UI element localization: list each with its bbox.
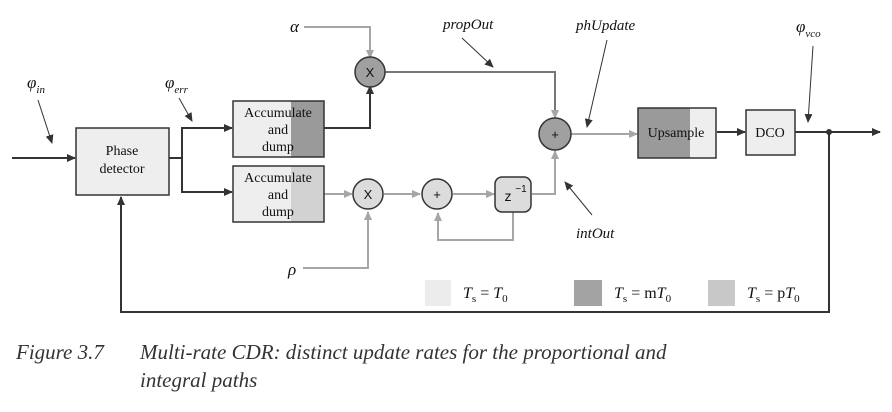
integrator-adder-label: + xyxy=(433,187,441,202)
legend-pt0-text: Ts = pT0 xyxy=(747,285,800,305)
upsample-block: Upsample xyxy=(637,107,717,159)
ph-update-leader xyxy=(584,39,608,128)
main-feedback xyxy=(117,132,830,313)
phi-err-label: φerr xyxy=(165,73,189,96)
legend-item-mt0: Ts = mT0 xyxy=(574,280,672,306)
acc-bottom-label-3: dump xyxy=(262,205,294,220)
delay-exponent: −1 xyxy=(515,184,527,195)
accumulate-dump-bottom-block: Accumulate and dump xyxy=(232,165,325,223)
prop-out-leader xyxy=(461,37,494,68)
acc-top-label-2: and xyxy=(268,123,288,138)
phase-detector-label-2: detector xyxy=(99,162,144,177)
caption-line-1: Figure 3.7 Multi-rate CDR: distinct updat… xyxy=(16,338,876,366)
annotation-leaders xyxy=(37,37,814,216)
phi-vco-leader xyxy=(804,45,814,123)
phase-detector-block: Phase detector xyxy=(75,127,170,196)
prop-out-label: propOut xyxy=(442,17,494,33)
ph-update-label: phUpdate xyxy=(575,18,636,34)
acc-top-label-1: Accumulate xyxy=(244,106,312,121)
legend-item-pt0: Ts = pT0 xyxy=(708,280,800,306)
phase-detector-label-1: Phase xyxy=(106,144,139,159)
legend-mt0-text: Ts = mT0 xyxy=(614,285,672,305)
int-out-leader xyxy=(564,181,593,216)
output-adder-label: + xyxy=(551,127,559,142)
delay-label: z xyxy=(505,188,512,204)
caption-line-2: integral paths xyxy=(140,368,258,392)
integrator-adder: + xyxy=(421,178,453,210)
phi-vco-label: φvco xyxy=(796,17,821,40)
legend-t0-text: Ts = T0 xyxy=(463,285,508,305)
dco-block: DCO xyxy=(745,109,796,156)
acc-bottom-label-2: and xyxy=(268,188,288,203)
figure-caption: Figure 3.7 Multi-rate CDR: distinct updat… xyxy=(16,338,876,394)
acc-bottom-label-1: Accumulate xyxy=(244,171,312,186)
delay-block: z −1 xyxy=(494,176,532,213)
multiplier-bottom-label: X xyxy=(364,187,373,202)
int-out-label: intOut xyxy=(576,226,615,242)
phi-err-leader xyxy=(178,97,193,122)
legend-item-t0: Ts = T0 xyxy=(425,280,508,306)
acc-top-label-3: dump xyxy=(262,140,294,155)
multiplier-top: X xyxy=(354,56,386,88)
alpha-label: α xyxy=(290,17,300,36)
multiplier-bottom: X xyxy=(352,178,384,210)
alpha-line xyxy=(304,26,374,59)
figure-number: Figure 3.7 xyxy=(16,340,104,364)
rho-label: ρ xyxy=(287,260,296,279)
acc-top-to-mult xyxy=(324,85,374,129)
pd-split-line xyxy=(169,124,233,159)
multiplier-top-label: X xyxy=(366,65,375,80)
integrator-feedback xyxy=(434,212,514,241)
legend: Ts = T0 Ts = mT0 Ts = pT0 xyxy=(425,280,800,306)
upsample-label: Upsample xyxy=(648,126,705,141)
prop-path-line xyxy=(385,71,559,119)
dco-label: DCO xyxy=(755,126,785,141)
phi-in-label: φin xyxy=(27,73,45,96)
phi-in-leader xyxy=(37,99,54,144)
caption-text-1: Multi-rate CDR: distinct update rates fo… xyxy=(140,340,667,364)
rho-line xyxy=(303,211,372,269)
cdr-block-diagram: Phase detector Accumulate and dump Accum… xyxy=(12,17,881,313)
accumulate-dump-top-block: Accumulate and dump xyxy=(232,100,325,158)
output-adder: + xyxy=(538,117,572,151)
connections xyxy=(12,26,881,313)
pd-split-line-lower xyxy=(181,158,233,196)
int-path-line xyxy=(532,150,559,195)
